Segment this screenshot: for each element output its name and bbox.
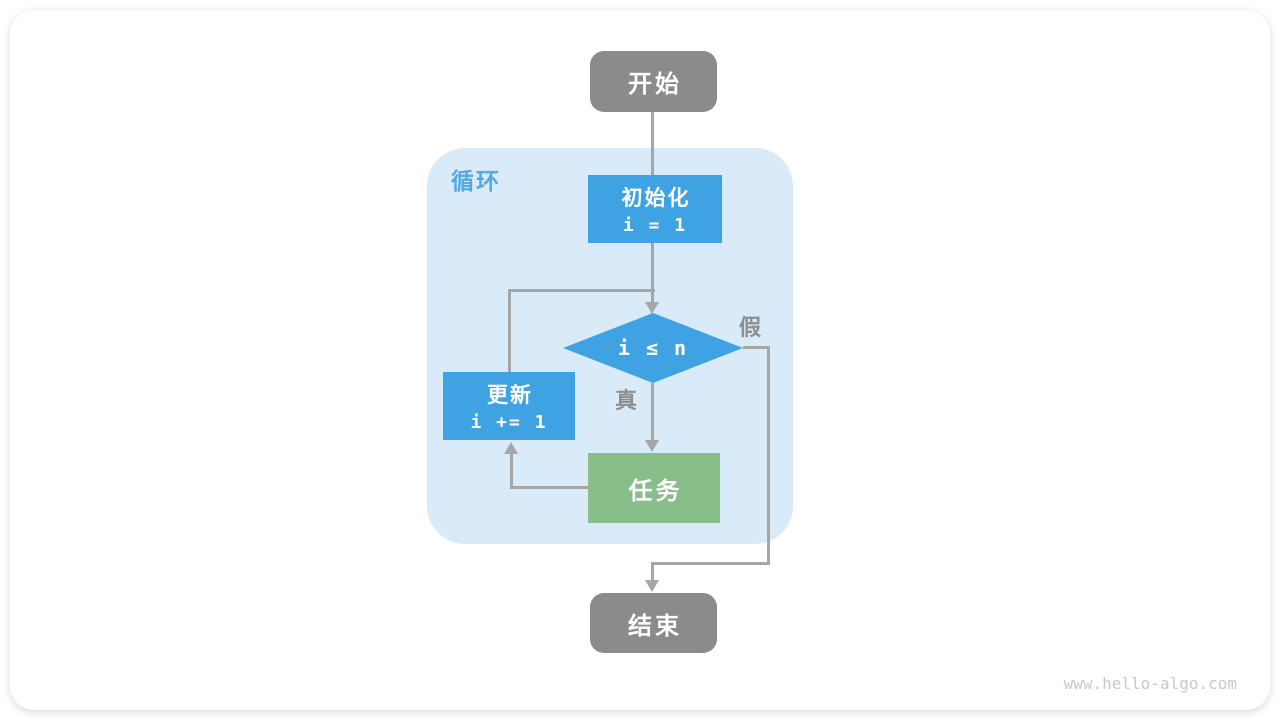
edge-loopback-horizontal — [508, 289, 655, 292]
start-node-label: 开始 — [628, 71, 682, 98]
task-node: 任务 — [588, 453, 720, 523]
update-node-code: i += 1 — [470, 412, 548, 433]
branch-true-label: 真 — [615, 388, 638, 413]
end-node-label: 结束 — [628, 612, 682, 640]
arrowhead-into-condition — [645, 302, 659, 314]
init-node-title: 初始化 — [621, 187, 691, 210]
start-node: 开始 — [590, 51, 717, 112]
end-node: 结束 — [590, 593, 717, 653]
edge-false-vertical — [767, 346, 770, 565]
edge-false-out-of-condition — [743, 346, 770, 349]
edge-false-horizontal — [651, 562, 770, 565]
update-node-title: 更新 — [487, 384, 533, 407]
condition-code: i ≤ n — [617, 336, 689, 360]
branch-false-label: 假 — [739, 315, 762, 340]
edge-condition-to-task — [651, 383, 654, 440]
edge-false-to-end — [651, 562, 654, 581]
arrowhead-into-update — [504, 442, 518, 454]
arrowhead-into-end — [645, 580, 659, 592]
edge-task-to-update-horizontal — [510, 486, 590, 489]
init-node-code: i = 1 — [622, 215, 688, 236]
site-watermark: www.hello-algo.com — [1063, 674, 1237, 693]
init-node: 初始化 i = 1 — [588, 175, 722, 243]
edge-task-to-update-vertical — [510, 454, 513, 488]
update-node: 更新 i += 1 — [443, 372, 575, 440]
arrowhead-into-task — [645, 440, 659, 452]
loop-region-label: 循环 — [451, 168, 501, 194]
edge-loopback-vertical — [508, 289, 511, 374]
task-node-label: 任务 — [628, 477, 683, 505]
